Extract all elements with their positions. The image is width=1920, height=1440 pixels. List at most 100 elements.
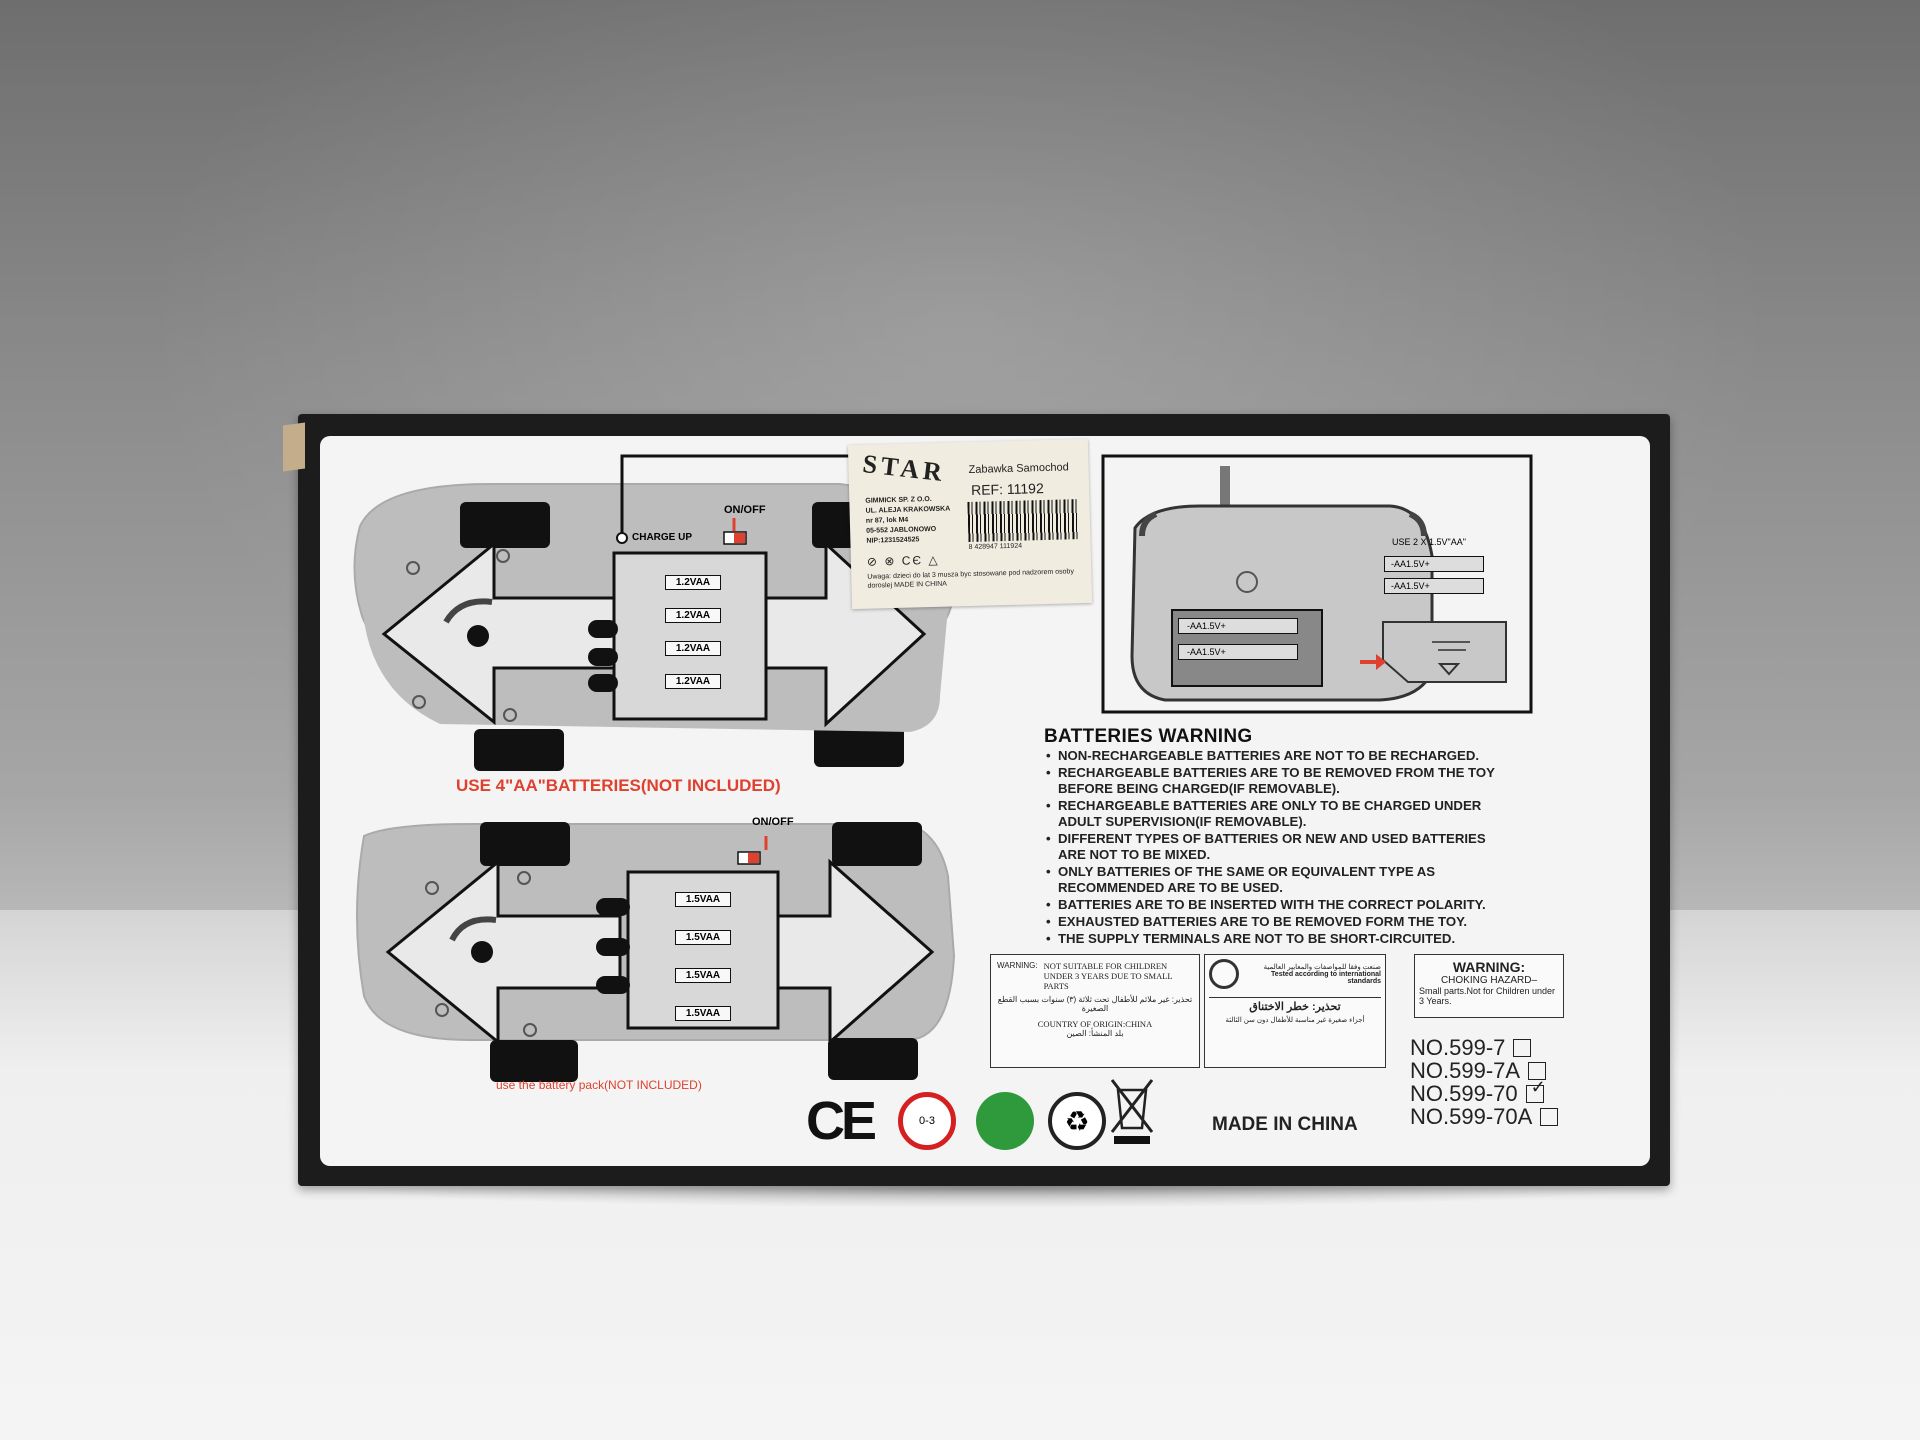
- batteries-warning-list: NON-RECHARGEABLE BATTERIES ARE NOT TO BE…: [1046, 748, 1516, 948]
- model-checkbox: ✓: [1525, 1077, 1546, 1103]
- warning-item: EXHAUSTED BATTERIES ARE TO BE REMOVED FO…: [1046, 914, 1516, 930]
- remote-logo-icon: [1236, 571, 1258, 593]
- sticker-product: Zabawka Samochod: [968, 461, 1069, 477]
- country-of-origin: COUNTRY OF ORIGIN:CHINA: [1037, 1019, 1153, 1029]
- choking-text-2: Small parts.Not for Children under 3 Yea…: [1419, 986, 1556, 1006]
- age-warning-label: WARNING:: [997, 961, 1038, 970]
- model-item: NO.599-70A: [1410, 1104, 1559, 1129]
- battery-cell: 1.5VAA: [674, 929, 732, 945]
- battery-cell: -AA1.5V+: [1384, 578, 1484, 594]
- warning-item: NON-RECHARGEABLE BATTERIES ARE NOT TO BE…: [1046, 748, 1516, 764]
- model-number: NO.599-7A: [1410, 1058, 1521, 1083]
- battery-cell: 1.5VAA: [674, 1005, 732, 1021]
- remote-cover-arrow-icon: [1360, 654, 1386, 670]
- made-in-china: MADE IN CHINA: [1212, 1114, 1358, 1135]
- steering-knob: [467, 625, 489, 647]
- green-dot-icon: [976, 1092, 1034, 1150]
- sticker-company: GIMMICK SP. Z O.O. UL. ALEJA KRAKOWSKA n…: [865, 495, 951, 547]
- age-warning-text: NOT SUITABLE FOR CHILDREN UNDER 3 YEARS …: [1043, 961, 1173, 991]
- batteries-warning-title: BATTERIES WARNING: [1044, 726, 1253, 747]
- arrow-right-2: [774, 858, 935, 1046]
- battery-cell: -AA1.5V+: [1384, 556, 1484, 572]
- age-warning-arabic: تحذير: غير ملائم للأطفال تحت ثلاثة (٣) س…: [997, 995, 1193, 1013]
- screw: [496, 549, 510, 563]
- car-top-wheel: [460, 502, 550, 548]
- screw: [425, 881, 439, 895]
- charge-port-icon: [616, 532, 628, 544]
- standards-english: Tested according to international standa…: [1271, 971, 1381, 985]
- arrow-right: [758, 540, 927, 728]
- age-restriction-icon: 0-3: [898, 1092, 956, 1150]
- car-top-wheel: [814, 725, 904, 767]
- country-of-origin-arabic: بلد المنشأ: الصين: [1066, 1029, 1124, 1038]
- switch-label-2: ON/OFF: [752, 816, 794, 828]
- model-checkbox: [1528, 1061, 1547, 1080]
- battery-list-car1: 1.2VAA 1.2VAA 1.2VAA 1.2VAA: [628, 566, 758, 698]
- warning-item: BATTERIES ARE TO BE INSERTED WITH THE CO…: [1046, 897, 1516, 913]
- model-number: NO.599-7: [1410, 1035, 1506, 1060]
- remote-cover: [1382, 621, 1507, 683]
- screw: [523, 1023, 537, 1037]
- model-checkbox: [1513, 1038, 1532, 1057]
- screw: [406, 561, 420, 575]
- car-bottom-wheel: [490, 1040, 578, 1082]
- remote-side-batteries: -AA1.5V+ -AA1.5V+: [1384, 556, 1484, 594]
- battery-cell: 1.2VAA: [664, 575, 722, 590]
- screw: [435, 1003, 449, 1017]
- recycle-icon: ♻: [1048, 1092, 1106, 1150]
- weee-bin-icon: [1110, 1076, 1154, 1146]
- barcode-number: 8 428947 111924: [968, 542, 1023, 552]
- model-item: NO.599-70 ✓: [1410, 1077, 1558, 1106]
- remote-use-label: USE 2 X 1.5V"AA": [1392, 537, 1466, 547]
- model-list: NO.599-7 NO.599-7A NO.599-70 ✓ NO.599-70A: [1410, 1036, 1559, 1129]
- battery-cell: 1.2VAA: [664, 608, 722, 623]
- warning-item: THE SUPPLY TERMINALS ARE NOT TO BE SHORT…: [1046, 931, 1516, 947]
- standards-logo-icon: [1209, 959, 1239, 989]
- battery-list-car2: 1.5VAA 1.5VAA 1.5VAA 1.5VAA: [638, 880, 768, 1032]
- battery-cell: 1.5VAA: [674, 967, 732, 983]
- company-line: NIP:1231524525: [866, 536, 920, 545]
- car-bottom-wheel: [832, 822, 922, 866]
- sticker-ref: REF: 11192: [970, 480, 1044, 498]
- box-back-panel: CHARGE UP ON/OFF 1.2VAA 1.2VAA 1.2VAA 1.…: [320, 436, 1650, 1166]
- barcode: [967, 499, 1079, 543]
- battery-cell: -AA1.5V+: [1178, 618, 1298, 634]
- car-bottom-wheel: [828, 1038, 918, 1080]
- standards-warning-arabic: تحذير: خطر الاختناق: [1209, 997, 1381, 1013]
- ce-mark-icon: CE: [806, 1091, 877, 1151]
- product-sticker: STAR Zabawka Samochod REF: 11192 GIMMICK…: [847, 438, 1093, 610]
- warning-item: DIFFERENT TYPES OF BATTERIES OR NEW AND …: [1046, 831, 1516, 863]
- battery-cell: 1.2VAA: [664, 674, 722, 689]
- choking-title: WARNING:: [1452, 959, 1526, 975]
- standards-notes-arabic: أجزاء صغيرة غير مناسبة للأطفال دون سن ال…: [1225, 1017, 1365, 1024]
- sticker-brand: STAR: [861, 449, 948, 488]
- box-tape: [283, 422, 305, 472]
- choking-text-1: CHOKING HAZARD–: [1440, 975, 1538, 986]
- sticker-cert-icons: ⊘ ⊗ ϹЄ △: [866, 552, 940, 569]
- battery-cell: 1.5VAA: [674, 891, 732, 907]
- warning-item: RECHARGEABLE BATTERIES ARE ONLY TO BE CH…: [1046, 798, 1516, 830]
- battery-cell: -AA1.5V+: [1178, 644, 1298, 660]
- remote-bay-batteries: -AA1.5V+ -AA1.5V+: [1178, 618, 1298, 660]
- switch-label: ON/OFF: [724, 504, 766, 516]
- warning-item: ONLY BATTERIES OF THE SAME OR EQUIVALENT…: [1046, 864, 1516, 896]
- screw: [503, 708, 517, 722]
- model-item: NO.599-7A: [1410, 1059, 1558, 1082]
- diagram-layer: [353, 454, 1533, 1082]
- standards-arabic: صنعت وفقا للمواصفات والمعايير العالمية: [1263, 964, 1381, 971]
- model-checkbox: [1540, 1107, 1559, 1126]
- model-number: NO.599-70: [1410, 1081, 1518, 1106]
- charge-wire: [620, 454, 860, 536]
- model-item: NO.599-7: [1410, 1036, 1558, 1059]
- car1-caption: USE 4"AA"BATTERIES(NOT INCLUDED): [456, 776, 781, 795]
- steering-knob-2: [471, 941, 493, 963]
- battery-cell: 1.2VAA: [664, 641, 722, 656]
- model-number: NO.599-70A: [1410, 1104, 1533, 1129]
- charge-up-label: CHARGE UP: [632, 532, 693, 543]
- standards-box: صنعت وفقا للمواصفات والمعايير العالمية T…: [1204, 954, 1386, 1068]
- warning-item: RECHARGEABLE BATTERIES ARE TO BE REMOVED…: [1046, 765, 1516, 797]
- sticker-note: Uwaga: dzieci do lat 3 musza byc stosowa…: [867, 568, 1075, 590]
- car2-caption: use the battery pack(NOT INCLUDED): [496, 1078, 702, 1092]
- car-top-wheel: [474, 729, 564, 771]
- screw: [517, 871, 531, 885]
